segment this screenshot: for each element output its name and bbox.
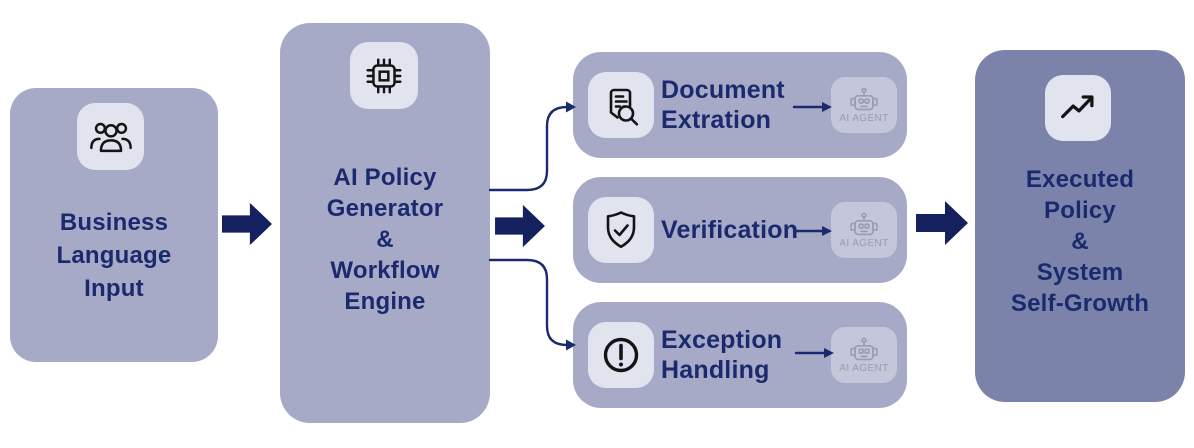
alert-circle-icon-tile [588,322,654,388]
shield-check-icon [606,211,636,249]
policy-generator-line3: & [376,226,394,253]
policy-generator-line1: AI Policy [333,164,437,191]
arrow-tasks-to-executed [916,201,968,245]
exception-handling-node: Exception Handling AI AGENT [573,302,907,408]
executed-policy-line4: System [1036,259,1124,286]
executed-policy-label: Executed Policy & System Self-Growth [975,164,1185,319]
robot-icon [850,212,878,235]
business-input-node: Business Language Input [10,88,218,362]
verification-line1: Verification [661,216,799,244]
executed-policy-line5: Self-Growth [1010,290,1150,317]
business-input-label: Business Language Input [10,206,218,305]
executed-policy-line3: & [1071,228,1089,255]
trend-up-icon-tile [1045,75,1111,141]
chip-icon [366,57,402,94]
business-input-line3: Input [84,275,144,302]
policy-generator-label: AI Policy Generator & Workflow Engine [280,162,490,317]
connector-to-document [488,105,570,192]
verification-label: Verification [661,177,798,283]
document-search-icon [609,88,639,126]
shield-check-icon-tile [588,197,654,263]
document-search-icon-tile [588,72,654,138]
arrow-generator-to-tasks [495,204,545,248]
executed-policy-line2: Policy [1044,197,1116,224]
business-input-line2: Language [56,242,172,269]
executed-policy-node: Executed Policy & System Self-Growth [975,50,1185,402]
policy-generator-line5: Engine [344,288,426,315]
verification-node: Verification AI AGENT [573,177,907,283]
document-extraction-line2: Extration [661,106,772,134]
ai-agent-tile: AI AGENT [831,327,897,383]
ai-agent-label: AI AGENT [839,237,889,249]
alert-circle-icon [603,337,639,373]
executed-policy-line1: Executed [1025,166,1135,193]
arrow-input-to-generator [222,202,272,246]
robot-icon [850,337,878,360]
document-extraction-label: Document Extration [661,52,785,158]
ai-agent-label: AI AGENT [839,362,889,374]
people-icon-tile [77,103,144,170]
exception-handling-line2: Handling [661,356,770,384]
connector-to-exception [488,258,570,347]
document-extraction-line1: Document [661,76,785,104]
robot-icon [850,87,878,110]
ai-agent-label: AI AGENT [839,112,889,124]
ai-agent-tile: AI AGENT [831,202,897,258]
people-icon [89,122,132,152]
policy-generator-line2: Generator [326,195,444,222]
ai-agent-tile: AI AGENT [831,77,897,133]
document-extraction-node: Document Extration AI AGENT [573,52,907,158]
exception-handling-line1: Exception [661,326,783,354]
business-input-line1: Business [59,209,169,236]
policy-generator-line4: Workflow [330,257,440,284]
trend-up-icon [1061,95,1094,119]
chip-icon-tile [350,42,418,109]
policy-generator-node: AI Policy Generator & Workflow Engine [280,23,490,423]
exception-handling-label: Exception Handling [661,302,782,408]
